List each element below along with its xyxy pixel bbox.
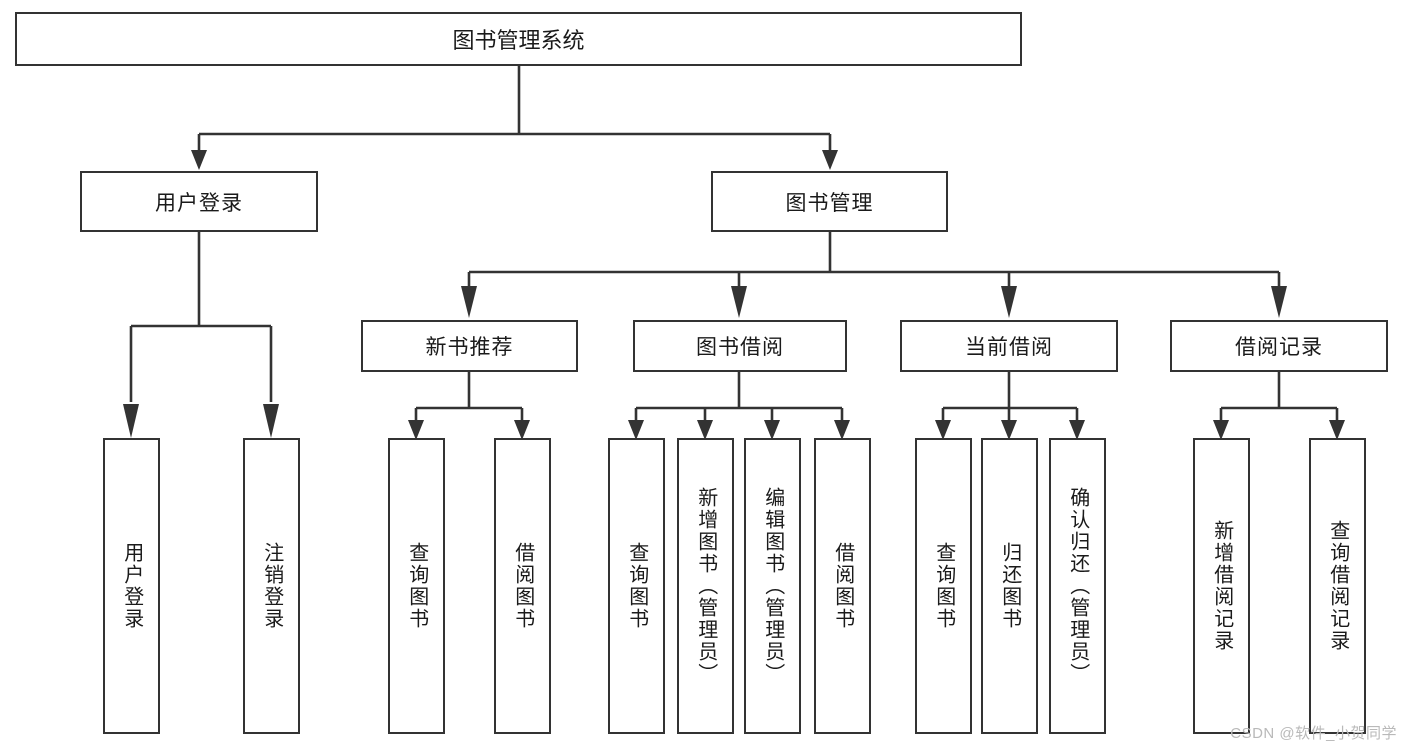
leaf-query-book-new[interactable]: 查询图书	[388, 438, 445, 734]
node-label: 当前借阅	[965, 336, 1053, 359]
node-label: 用户登录	[155, 191, 243, 215]
leaf-borrow-book[interactable]: 借阅图书	[814, 438, 871, 734]
leaf-logout[interactable]: 注销登录	[243, 438, 300, 734]
node-current-borrow[interactable]: 当前借阅	[900, 320, 1118, 372]
leaf-add-book-admin[interactable]: 新增图书（管理员）	[677, 438, 734, 734]
leaf-label: 查询图书	[932, 542, 955, 630]
leaf-query-book-current[interactable]: 查询图书	[915, 438, 972, 734]
leaf-confirm-return-admin[interactable]: 确认归还（管理员）	[1049, 438, 1106, 734]
leaf-label: 新增图书（管理员）	[694, 487, 717, 685]
leaf-label: 查询图书	[625, 542, 648, 630]
leaf-label: 注销登录	[260, 542, 283, 630]
node-borrow-record[interactable]: 借阅记录	[1170, 320, 1388, 372]
leaf-add-borrow-record[interactable]: 新增借阅记录	[1193, 438, 1250, 734]
node-label: 借阅记录	[1235, 336, 1323, 359]
node-user-login[interactable]: 用户登录	[80, 171, 318, 232]
leaf-return-book[interactable]: 归还图书	[981, 438, 1038, 734]
node-book-management[interactable]: 图书管理	[711, 171, 948, 232]
leaf-label: 借阅图书	[831, 542, 854, 630]
node-label: 图书管理系统	[452, 28, 585, 53]
leaf-query-book[interactable]: 查询图书	[608, 438, 665, 734]
leaf-user-login[interactable]: 用户登录	[103, 438, 160, 734]
leaf-label: 归还图书	[998, 542, 1021, 630]
leaf-query-borrow-record[interactable]: 查询借阅记录	[1309, 438, 1366, 734]
leaf-label: 用户登录	[120, 542, 143, 630]
leaf-edit-book-admin[interactable]: 编辑图书（管理员）	[744, 438, 801, 734]
node-label: 图书借阅	[696, 336, 784, 359]
node-book-borrow[interactable]: 图书借阅	[633, 320, 847, 372]
leaf-borrow-book-new[interactable]: 借阅图书	[494, 438, 551, 734]
leaf-label: 编辑图书（管理员）	[761, 487, 784, 685]
leaf-label: 查询图书	[405, 542, 428, 630]
leaf-label: 新增借阅记录	[1210, 520, 1233, 652]
node-root-book-management-system[interactable]: 图书管理系统	[15, 12, 1022, 66]
leaf-label: 确认归还（管理员）	[1066, 487, 1089, 685]
node-label: 图书管理	[785, 191, 874, 215]
leaf-label: 借阅图书	[511, 542, 534, 630]
leaf-label: 查询借阅记录	[1326, 520, 1349, 652]
node-label: 新书推荐	[425, 336, 514, 359]
node-new-book-recommend[interactable]: 新书推荐	[361, 320, 578, 372]
